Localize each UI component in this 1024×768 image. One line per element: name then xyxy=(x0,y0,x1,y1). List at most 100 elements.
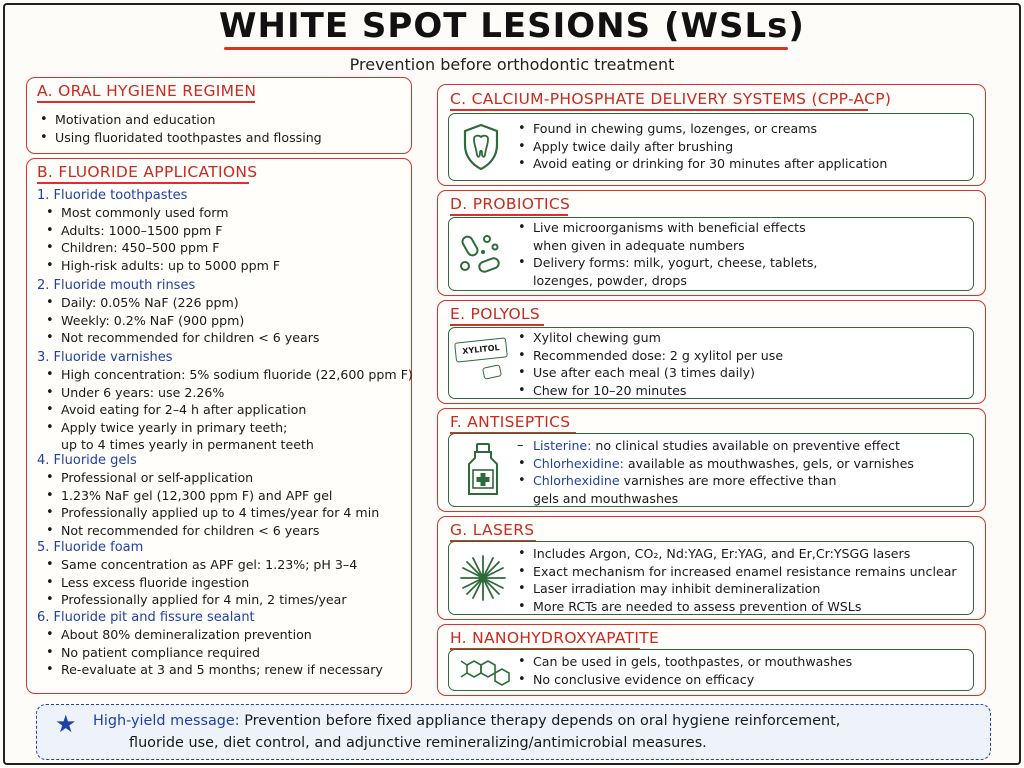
section-e-heading-underline xyxy=(450,324,544,326)
fluoride-group-title: 5. Fluoride foam xyxy=(37,540,144,555)
section-g-list: Includes Argon, CO₂, Nd:YAG, Er:YAG, and… xyxy=(515,545,957,615)
section-c-list: Found in chewing gums, lozenges, or crea… xyxy=(515,120,887,173)
term: Chlorhexidine: xyxy=(533,455,624,471)
section-c-inner: Found in chewing gums, lozenges, or crea… xyxy=(448,113,974,181)
fluoride-group-list: About 80% demineralization prevention No… xyxy=(43,626,383,679)
list-item: Not recommended for children < 6 years xyxy=(43,329,319,347)
list-item: Motivation and education xyxy=(37,111,322,129)
section-g-heading: G. LASERS xyxy=(450,521,535,539)
text: no clinical studies available on prevent… xyxy=(591,438,900,453)
list-item: About 80% demineralization prevention xyxy=(43,626,383,644)
section-h-heading: H. NANOHYDROXYAPATITE xyxy=(450,629,660,647)
list-item-continuation: when given in adequate numbers xyxy=(533,237,745,253)
list-item: Apply twice yearly in primary teeth; xyxy=(43,419,413,437)
section-f-heading: F. ANTISEPTICS xyxy=(450,413,571,431)
fluoride-group-list: Same concentration as APF gel: 1.23%; pH… xyxy=(43,556,357,609)
high-yield-box: ★ High-yield message: Prevention before … xyxy=(36,704,991,760)
fluoride-group-title: 4. Fluoride gels xyxy=(37,453,137,468)
list-item: Re-evaluate at 3 and 5 months; renew if … xyxy=(43,661,383,679)
high-yield-line2: fluoride use, diet control, and adjuncti… xyxy=(129,735,707,751)
fluoride-group-list: High concentration: 5% sodium fluoride (… xyxy=(43,366,413,454)
title-underline xyxy=(224,47,788,50)
high-yield-line1: Prevention before fixed appliance therap… xyxy=(239,713,841,729)
section-a-list: Motivation and education Using fluoridat… xyxy=(37,111,322,146)
bacteria-icon xyxy=(460,235,500,273)
list-item: Chlorhexidine varnishes are more effecti… xyxy=(515,472,914,490)
fluoride-group-list: Most commonly used form Adults: 1000–150… xyxy=(43,204,280,274)
section-c-heading-underline xyxy=(450,109,868,111)
section-e-inner: XYLITOL Xylitol chewing gum Recommended … xyxy=(448,327,974,399)
section-a-heading-underline xyxy=(37,101,255,103)
antiseptic-bottle-icon xyxy=(468,443,498,495)
gum-piece xyxy=(481,364,503,380)
list-item: Professionally applied up to 4 times/yea… xyxy=(43,504,379,522)
list-item: Using fluoridated toothpastes and flossi… xyxy=(37,129,322,147)
list-item: 1.23% NaF gel (12,300 ppm F) and APF gel xyxy=(43,487,379,505)
high-yield-label: High-yield message: xyxy=(93,713,240,729)
list-item: Apply twice daily after brushing xyxy=(515,138,887,156)
section-e-heading: E. POLYOLS xyxy=(450,305,541,323)
list-item: Use after each meal (3 times daily) xyxy=(515,364,783,382)
list-item: Professionally applied for 4 min, 2 time… xyxy=(43,591,357,609)
gum-pack: XYLITOL xyxy=(454,337,508,363)
molecule-icon xyxy=(460,660,510,686)
list-item: Laser irradiation may inhibit deminerali… xyxy=(515,580,957,598)
text: available as mouthwashes, gels, or varni… xyxy=(623,455,914,471)
section-d-inner: Live microorganisms with beneficial effe… xyxy=(448,217,974,291)
section-c-heading: C. CALCIUM-PHOSPHATE DELIVERY SYSTEMS (C… xyxy=(450,90,892,108)
list-item: More RCTs are needed to assess preventio… xyxy=(515,598,957,616)
section-h-list: Can be used in gels, toothpastes, or mou… xyxy=(515,653,852,688)
list-item-continuation: lozenges, powder, drops xyxy=(533,272,687,288)
section-e-box: E. POLYOLS XYLITOL Xylitol chewing gum R… xyxy=(437,300,986,404)
fluoride-group-title: 2. Fluoride mouth rinses xyxy=(37,278,196,293)
list-item-continuation: gels and mouthwashes xyxy=(515,490,914,508)
high-yield-text: High-yield message: Prevention before fi… xyxy=(93,710,973,754)
list-item: No patient compliance required xyxy=(43,644,383,662)
list-item: No conclusive evidence on efficacy xyxy=(515,671,852,689)
list-item-continuation: up to 4 times yearly in permanent teeth xyxy=(61,437,314,453)
section-b-heading-underline xyxy=(37,182,249,184)
list-item: Xylitol chewing gum xyxy=(515,329,783,347)
list-item: Professional or self-application xyxy=(43,469,379,487)
list-item: Less excess fluoride ingestion xyxy=(43,574,357,592)
list-item: Weekly: 0.2% NaF (900 ppm) xyxy=(43,312,319,330)
list-item: Chew for 10–20 minutes xyxy=(515,382,783,400)
star-icon: ★ xyxy=(55,710,77,738)
fluoride-group-list: Professional or self-application 1.23% N… xyxy=(43,469,379,539)
section-g-box: G. LASERS Includes Argon, CO₂, Nd:YAG, E… xyxy=(437,516,986,620)
list-item: High-risk adults: up to 5000 ppm F xyxy=(43,257,280,275)
tooth-shield-icon xyxy=(463,123,499,171)
section-d-list: Live microorganisms with beneficial effe… xyxy=(515,219,817,289)
page-subtitle: Prevention before orthodontic treatment xyxy=(349,55,675,74)
list-item: Exact mechanism for increased enamel res… xyxy=(515,563,957,581)
section-h-inner: Can be used in gels, toothpastes, or mou… xyxy=(448,649,974,691)
list-item: Children: 450–500 ppm F xyxy=(43,239,280,257)
laser-burst-icon xyxy=(460,555,506,601)
fluoride-group-title: 6. Fluoride pit and fissure sealant xyxy=(37,610,255,625)
list-item: Avoid eating or drinking for 30 minutes … xyxy=(515,155,887,173)
section-h-box: H. NANOHYDROXYAPATITE Can be used in gel… xyxy=(437,624,986,696)
fluoride-group-list: Daily: 0.05% NaF (226 ppm) Weekly: 0.2% … xyxy=(43,294,319,347)
list-item: Found in chewing gums, lozenges, or crea… xyxy=(515,120,887,138)
list-item: Includes Argon, CO₂, Nd:YAG, Er:YAG, and… xyxy=(515,545,957,563)
list-item: Chlorhexidine: available as mouthwashes,… xyxy=(515,455,914,473)
list-item: Delivery forms: milk, yogurt, cheese, ta… xyxy=(515,254,817,272)
section-g-inner: Includes Argon, CO₂, Nd:YAG, Er:YAG, and… xyxy=(448,541,974,615)
list-item: Most commonly used form xyxy=(43,204,280,222)
section-f-inner: Listerine: no clinical studies available… xyxy=(448,433,974,507)
text: varnishes are more effective than xyxy=(619,473,837,489)
section-d-heading-underline xyxy=(450,214,568,216)
section-e-list: Xylitol chewing gum Recommended dose: 2 … xyxy=(515,329,783,399)
section-f-list: Listerine: no clinical studies available… xyxy=(515,437,914,507)
list-item: Not recommended for children < 6 years xyxy=(43,522,379,540)
list-item: Daily: 0.05% NaF (226 ppm) xyxy=(43,294,319,312)
list-item: Same concentration as APF gel: 1.23%; pH… xyxy=(43,556,357,574)
list-item: Recommended dose: 2 g xylitol per use xyxy=(515,347,783,365)
page-title: WHITE SPOT LESIONS (WSLs) xyxy=(219,6,805,46)
section-a-heading: A. ORAL HYGIENE REGIMEN xyxy=(37,82,257,100)
section-d-heading: D. PROBIOTICS xyxy=(450,195,571,213)
list-item: Adults: 1000–1500 ppm F xyxy=(43,222,280,240)
list-item: Avoid eating for 2–4 h after application xyxy=(43,401,413,419)
section-c-box: C. CALCIUM-PHOSPHATE DELIVERY SYSTEMS (C… xyxy=(437,84,986,186)
list-item: Listerine: no clinical studies available… xyxy=(515,437,914,455)
